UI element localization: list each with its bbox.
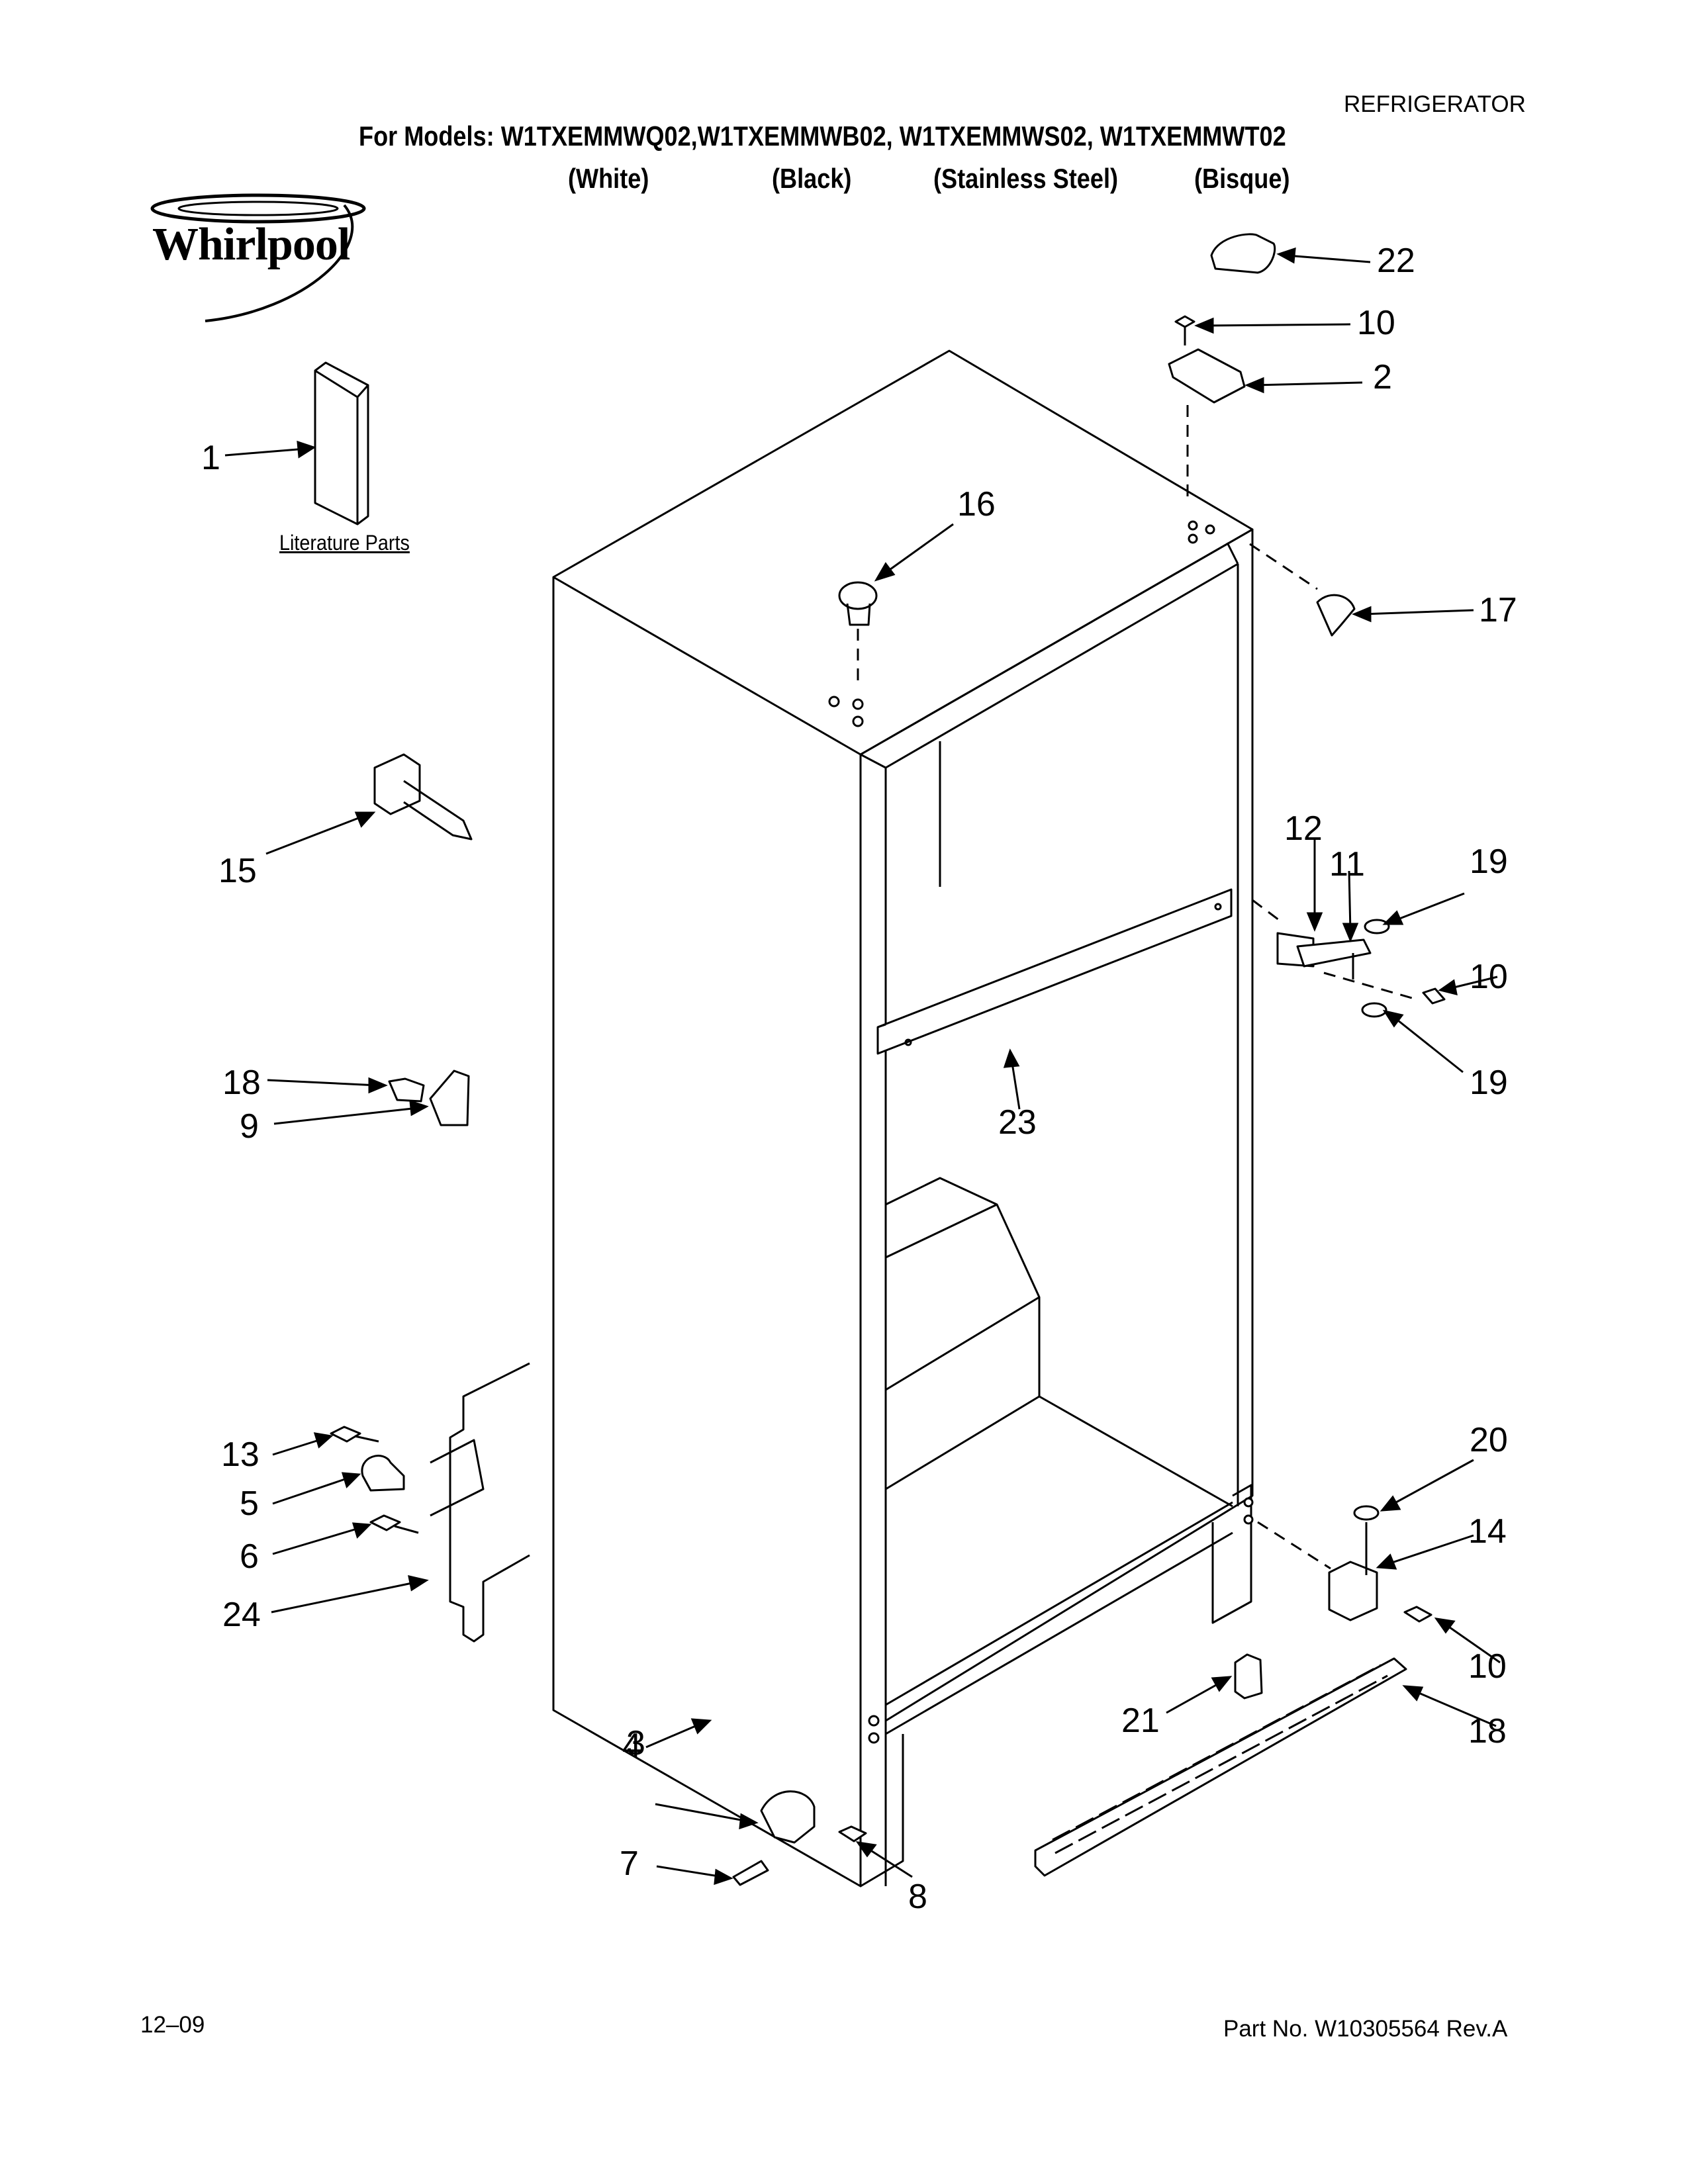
callout-23: 23 xyxy=(998,1103,1037,1142)
brand-logo-text: Whirlpool xyxy=(152,219,350,270)
revision-date: 12–09 xyxy=(140,2012,205,2038)
callout-11: 11 xyxy=(1329,845,1365,884)
callout-6: 6 xyxy=(240,1537,259,1576)
callout-1: 1 xyxy=(201,439,220,477)
document-category: REFRIGERATOR xyxy=(1344,91,1526,117)
color-black: (Black) xyxy=(772,163,852,194)
whirlpool-logo-icon xyxy=(150,193,366,322)
callout-17: 17 xyxy=(1479,591,1517,629)
cabinet xyxy=(430,349,1254,1888)
callout-18-screw: 18 xyxy=(222,1064,261,1102)
literature-booklet xyxy=(314,361,369,525)
literature-parts-label: Literature Parts xyxy=(279,531,410,555)
callout-15: 15 xyxy=(218,852,257,890)
part-number: Part No. W10305564 Rev.A xyxy=(1223,2016,1508,2042)
callout-24: 24 xyxy=(222,1596,261,1634)
callout-10-top: 10 xyxy=(1357,304,1395,342)
callout-7: 7 xyxy=(620,1844,639,1883)
callout-14: 14 xyxy=(1468,1512,1507,1551)
callout-10-bottom: 10 xyxy=(1468,1647,1507,1686)
color-white: (White) xyxy=(568,163,649,194)
models-line: For Models: W1TXEMMWQ02,W1TXEMMWB02, W1T… xyxy=(359,120,1286,152)
callout-21: 21 xyxy=(1121,1702,1160,1740)
callout-10-middle: 10 xyxy=(1470,958,1508,996)
callout-8: 8 xyxy=(908,1878,927,1916)
callout-19-lower: 19 xyxy=(1470,1064,1508,1102)
callout-18-grille: 18 xyxy=(1468,1712,1507,1751)
callout-20: 20 xyxy=(1470,1421,1508,1459)
color-bisque: (Bisque) xyxy=(1194,163,1290,194)
callout-3: 3 xyxy=(626,1724,645,1762)
callout-22: 22 xyxy=(1377,242,1415,280)
callout-2: 2 xyxy=(1373,358,1392,396)
callout-13: 13 xyxy=(221,1435,259,1474)
callout-9: 9 xyxy=(240,1107,259,1146)
callout-12: 12 xyxy=(1284,809,1323,848)
color-stainless: (Stainless Steel) xyxy=(933,163,1119,194)
callout-16: 16 xyxy=(957,485,996,523)
callout-19-upper: 19 xyxy=(1470,842,1508,881)
callout-4: 4 xyxy=(622,1727,641,1765)
callout-5: 5 xyxy=(240,1484,259,1523)
